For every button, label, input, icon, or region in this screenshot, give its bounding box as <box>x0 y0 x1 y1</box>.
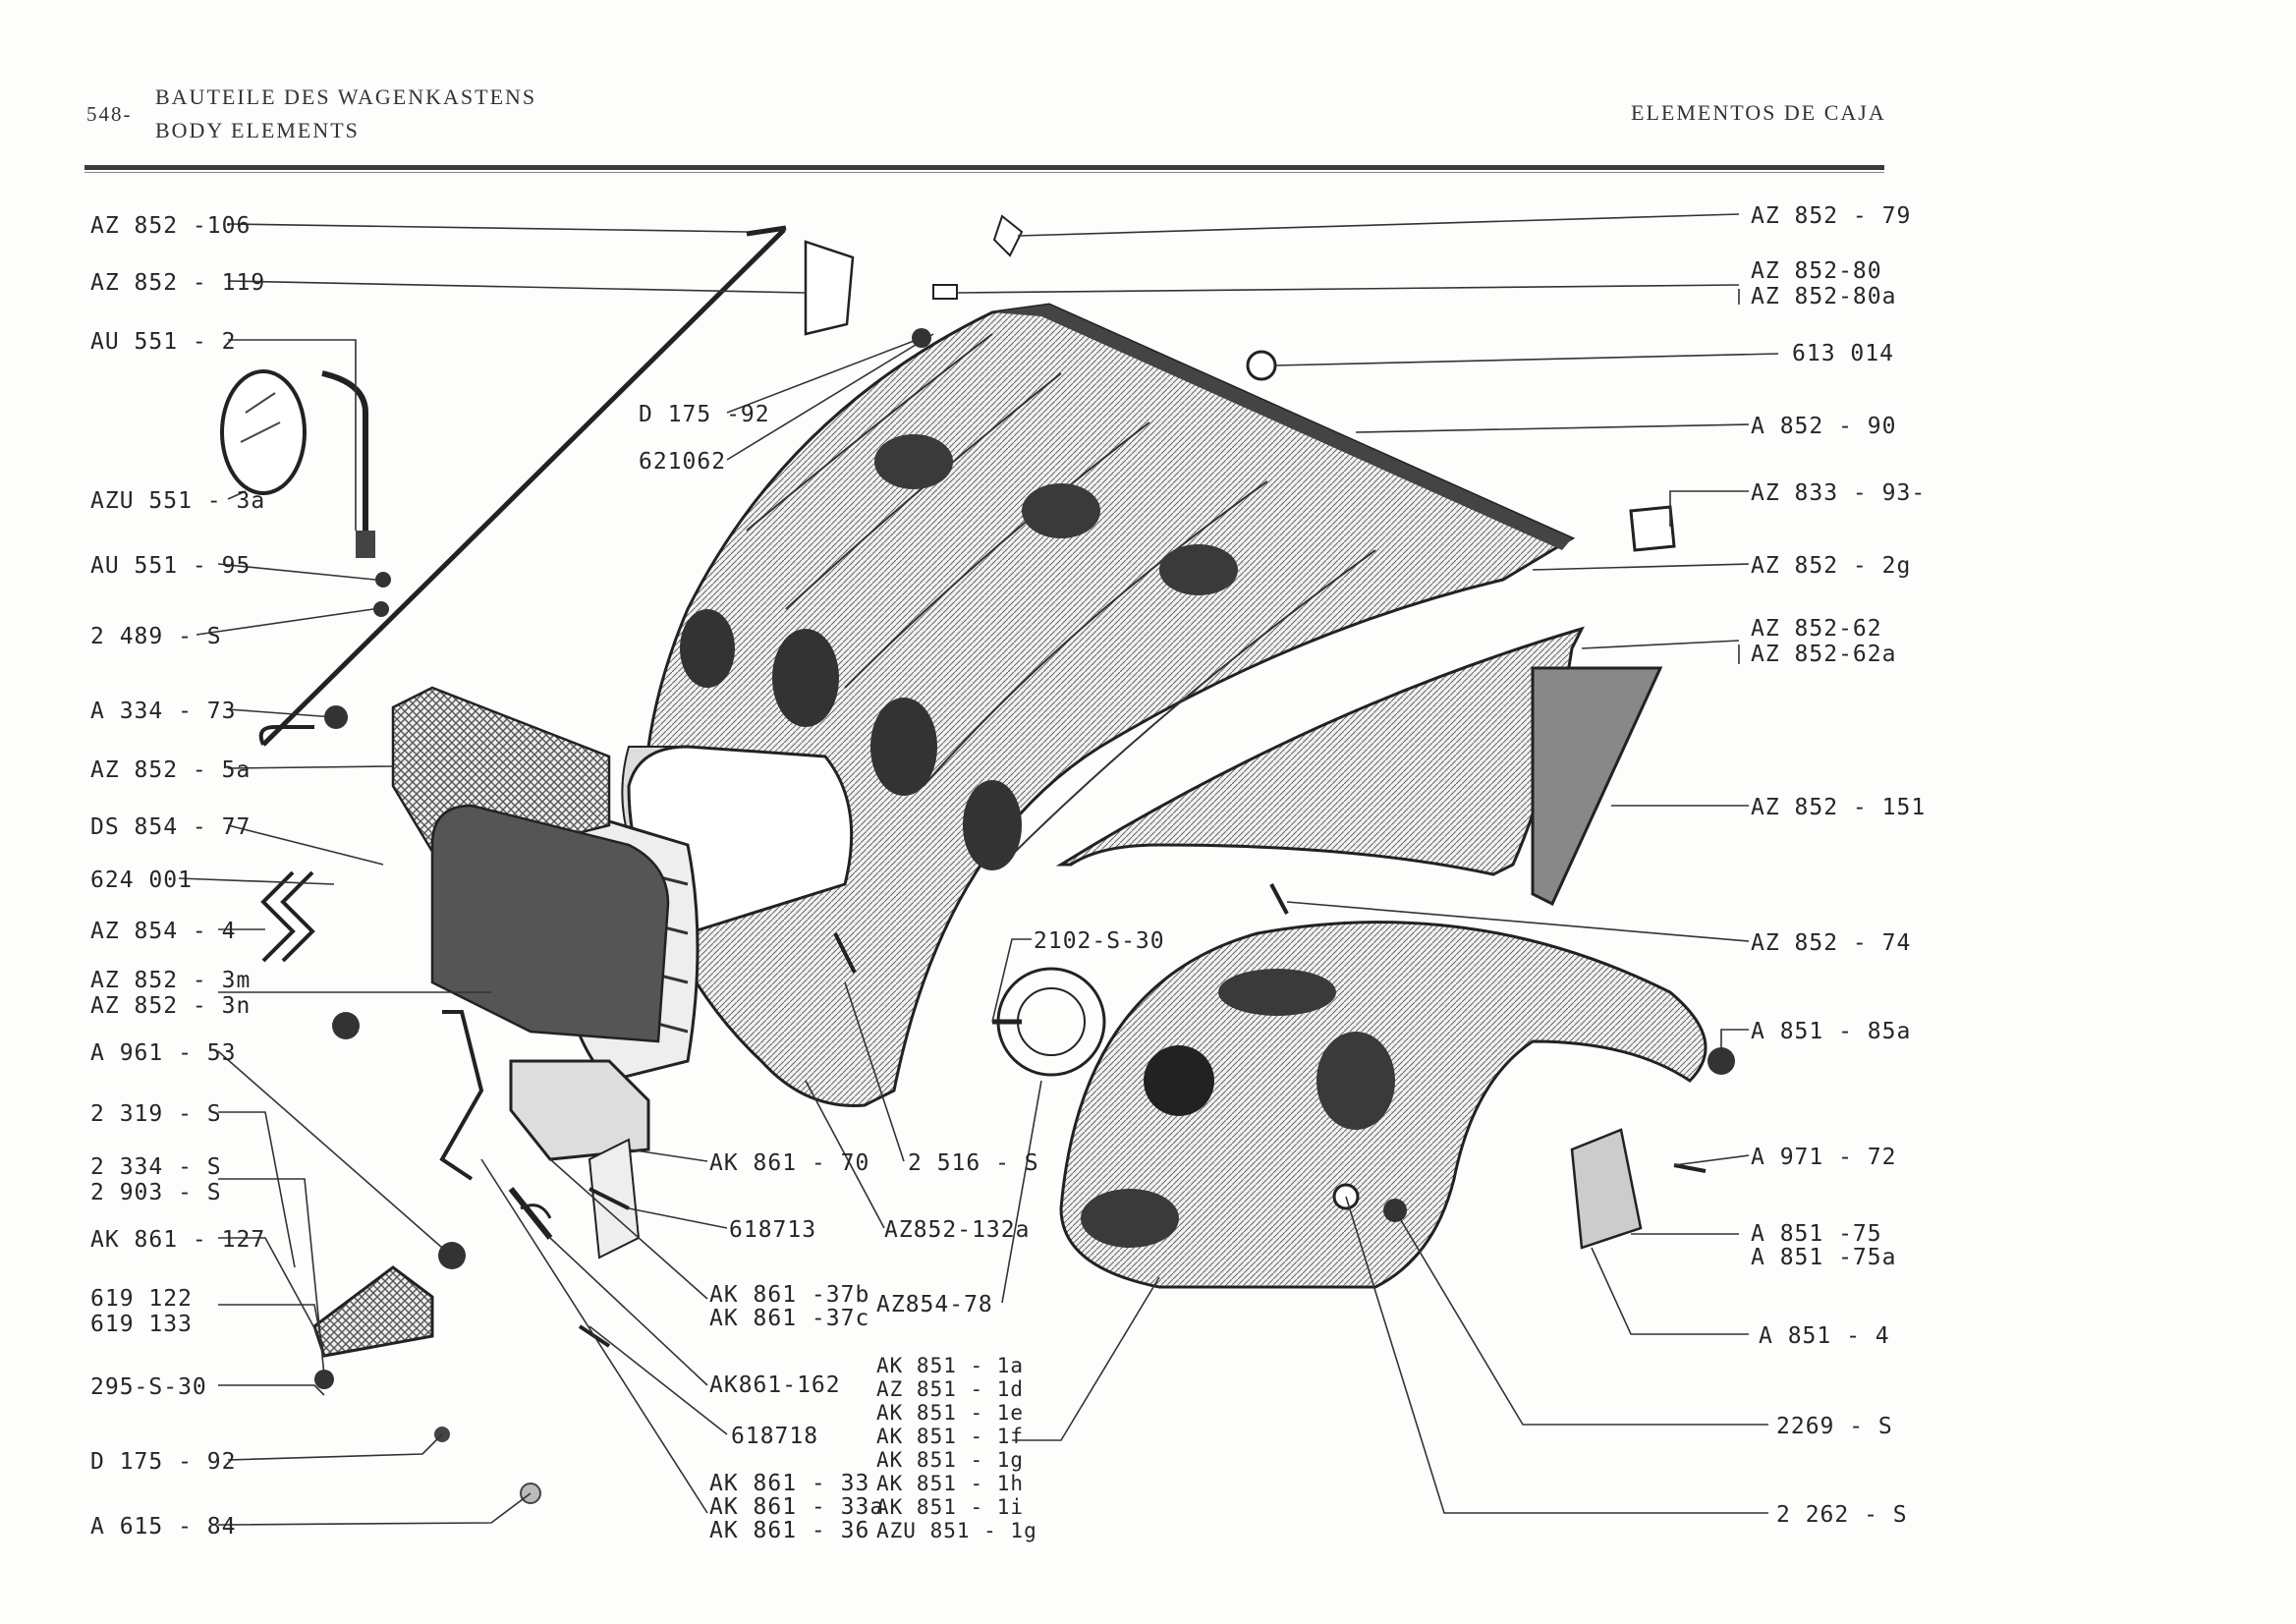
part-label: AZ 852 - 79 <box>1751 203 1912 229</box>
part-label: AK 861 - 127 <box>90 1227 266 1253</box>
part-label: DS 854 - 77 <box>90 814 252 840</box>
part-label: AK 861 -37b <box>709 1282 870 1308</box>
part-label: 621062 <box>639 449 727 475</box>
part-label: A 851 - 4 <box>1759 1323 1890 1349</box>
title-english: BODY ELEMENTS <box>155 118 360 142</box>
bonnet-hinge <box>509 1059 650 1161</box>
part-label: AZ 852-80 <box>1751 258 1882 284</box>
part-label: AK 861 - 36 <box>709 1518 870 1543</box>
part-label: D 175 -92 <box>639 402 770 427</box>
part-label: 2 262 - S <box>1776 1502 1908 1528</box>
part-label: 2 489 - S <box>90 624 222 649</box>
header-rule <box>84 165 1884 170</box>
part-label: 618713 <box>729 1217 817 1243</box>
part-label: A 334 - 73 <box>90 699 237 724</box>
bonnet-stay-rod <box>261 228 786 747</box>
part-label: 2102-S-30 <box>1034 928 1165 954</box>
part-label: 2 319 - S <box>90 1101 222 1127</box>
part-label: A 615 - 84 <box>90 1514 237 1540</box>
part-label: AZ 852 - 119 <box>90 270 266 296</box>
part-label: AK 851 - 1a <box>876 1354 1025 1377</box>
part-label: AZ 852 - 3m <box>90 968 252 993</box>
part-label: AU 551 - 95 <box>90 553 252 579</box>
part-label: AZ 852 - 151 <box>1751 795 1927 820</box>
part-label: AK 861 - 70 <box>709 1150 870 1176</box>
part-label: AK 861 - 33a <box>709 1494 885 1520</box>
part-label: 619 133 <box>90 1312 193 1337</box>
part-label: AK 851 - 1e <box>876 1401 1025 1425</box>
page-number: 548- <box>86 102 133 126</box>
part-label: A 852 - 90 <box>1751 414 1897 439</box>
rear-wing <box>1059 921 1708 1289</box>
part-label: AK 851 - 1h <box>876 1472 1025 1495</box>
part-label: AK 851 - 1g <box>876 1448 1025 1472</box>
mirror-assembly <box>220 369 375 558</box>
part-label: A 851 - 85a <box>1751 1019 1912 1044</box>
leader-lines <box>178 223 807 1526</box>
part-label: AZ 852 - 2g <box>1751 553 1912 579</box>
part-label: 624 001 <box>90 868 193 893</box>
part-label: A 971 - 72 <box>1751 1145 1897 1170</box>
part-label: 2 903 - S <box>90 1180 222 1205</box>
part-label: AZU 851 - 1g <box>876 1519 1037 1542</box>
part-label: AZ 852 - 74 <box>1751 930 1912 956</box>
part-label: AZ 833 - 93- <box>1751 480 1927 506</box>
part-label: A 961 - 53 <box>90 1040 237 1066</box>
part-label: 613 014 <box>1792 341 1894 366</box>
part-label: 2269 - S <box>1776 1414 1893 1439</box>
chevron-emblem <box>260 870 296 963</box>
title-spanish: ELEMENTOS DE CAJA <box>1631 100 1886 125</box>
part-label: AZ 852-62 <box>1751 616 1882 642</box>
part-label: AZ854-78 <box>876 1292 993 1317</box>
part-label: D 175 - 92 <box>90 1449 237 1475</box>
part-label: AZ 854 - 4 <box>90 919 237 944</box>
part-label: AZ 852 -106 <box>90 213 252 239</box>
bonnet-panel <box>621 303 1576 1107</box>
part-label: AK861-162 <box>709 1372 841 1398</box>
part-label: 618718 <box>731 1424 819 1449</box>
header-rule-thin <box>84 172 1884 173</box>
part-label: 2 334 - S <box>90 1154 222 1180</box>
part-label: AZ852-132a <box>884 1217 1031 1243</box>
part-label: AK 851 - 1i <box>876 1495 1025 1519</box>
wing-strip <box>1531 666 1663 907</box>
part-label: 619 122 <box>90 1286 193 1312</box>
grille-cover <box>430 804 670 1043</box>
part-label: AK 861 - 33 <box>709 1471 870 1496</box>
part-label: AU 551 - 2 <box>90 329 237 355</box>
part-label: AZ 852 - 3n <box>90 993 252 1019</box>
part-label: AZ 852-62a <box>1751 642 1897 667</box>
part-label: A 851 -75 <box>1751 1221 1882 1247</box>
part-label: AK 851 - 1f <box>876 1425 1025 1448</box>
bonnet-catch-spring <box>439 1010 484 1181</box>
part-label: AZ 851 - 1d <box>876 1377 1025 1401</box>
part-label: A 851 -75a <box>1751 1245 1897 1270</box>
title-german: BAUTEILE DES WAGENKASTENS <box>155 84 537 109</box>
rod-bracket <box>804 240 855 336</box>
part-label: AZ 852-80a <box>1751 284 1897 309</box>
hinge-plate <box>312 1265 434 1358</box>
part-label: 295-S-30 <box>90 1374 207 1400</box>
part-label: AZ 852 - 5a <box>90 757 252 783</box>
part-label: 2 516 - S <box>908 1150 1039 1176</box>
part-label: AK 861 -37c <box>709 1306 870 1331</box>
part-label: AZU 551 - 3a <box>90 488 266 514</box>
